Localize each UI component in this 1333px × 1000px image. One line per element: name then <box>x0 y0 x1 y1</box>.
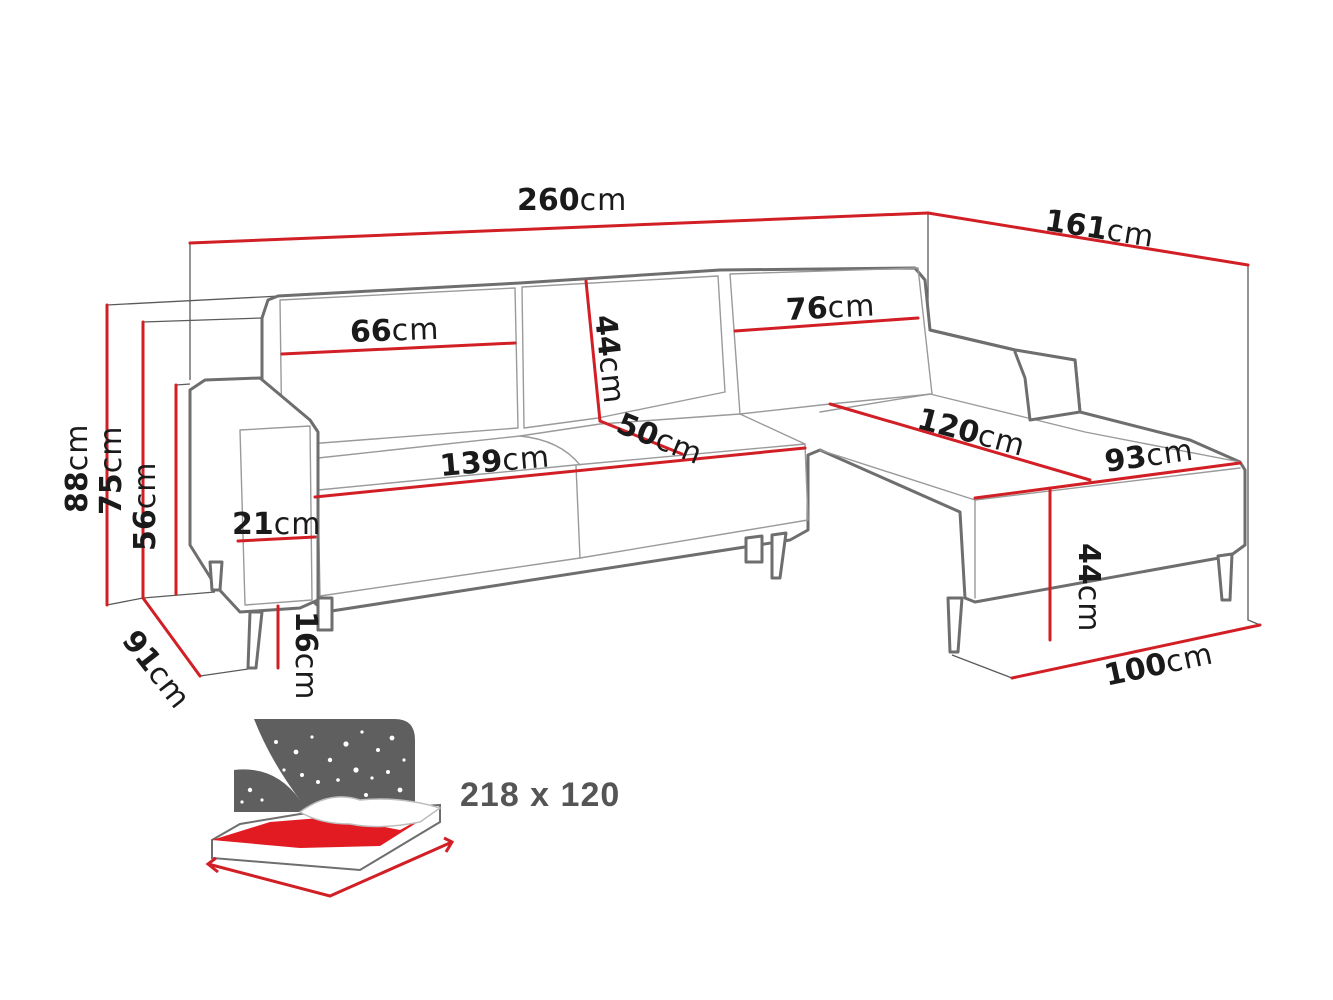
dimension-lines <box>105 211 1262 680</box>
sofa-legs <box>208 531 1234 670</box>
label-leg-height: 16cm <box>288 611 323 701</box>
label-armrest-width: 21cm <box>232 507 322 542</box>
label-backrest-right-width: 76cm <box>785 288 877 328</box>
label-chaise-seat-height: 44cm <box>1071 543 1106 633</box>
label-armrest-height: 56cm <box>128 461 163 551</box>
label-backrest-height: 44cm <box>587 313 632 406</box>
label-total-height: 88cm <box>60 423 95 513</box>
label-total-width: 260cm <box>517 183 628 218</box>
sleeping-area-size: 218 x 120 <box>460 776 621 814</box>
guide-lines <box>106 213 1261 679</box>
bed-with-starry-night-icon <box>205 719 455 898</box>
label-backrest-left-width: 66cm <box>349 311 441 350</box>
sofa-outline <box>188 266 1247 614</box>
label-back-height: 75cm <box>94 425 129 515</box>
